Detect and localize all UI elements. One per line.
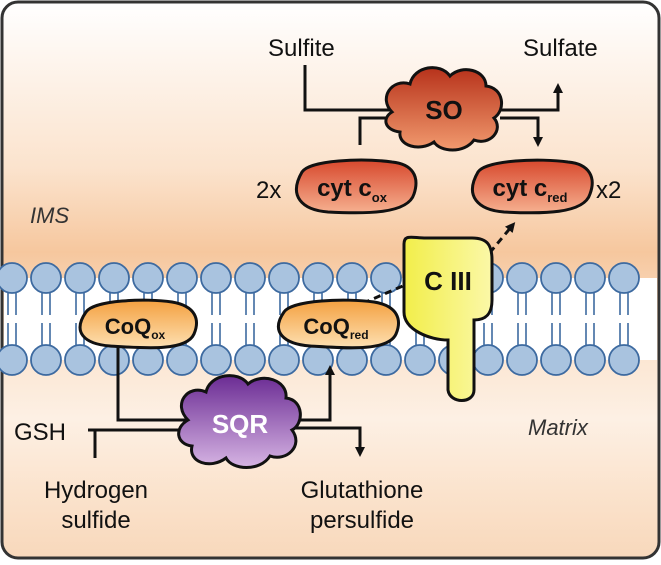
lipid-head	[98, 262, 130, 294]
glutathione-persulfide-label-line2: persulfide	[310, 507, 414, 534]
lipid-head	[200, 344, 232, 376]
lipid-head	[540, 344, 572, 376]
ims-label: IMS	[30, 203, 69, 228]
lipid-head	[608, 344, 640, 376]
lipid-head	[472, 344, 504, 376]
coq-red-label: CoQred	[303, 314, 368, 342]
lipid-head	[98, 344, 130, 376]
lipid-head	[30, 262, 62, 294]
lipid-head	[0, 262, 28, 294]
coq-ox-label: CoQox	[105, 314, 166, 342]
so-label: SO	[425, 95, 463, 125]
lipid-head	[234, 262, 266, 294]
electron-paths	[351, 222, 516, 310]
so-enzyme: SO	[384, 66, 503, 152]
gsh-label: GSH	[14, 419, 66, 446]
cyt-red-stoich-label: x2	[596, 177, 621, 204]
sulfite-label: Sulfite	[268, 35, 335, 62]
lipid-head	[200, 262, 232, 294]
lipid-head	[166, 344, 198, 376]
cyt-c-ox: cyt cox	[295, 158, 418, 215]
complex-iii: C III	[402, 235, 494, 402]
hydrogen-sulfide-label-line1: Hydrogen	[44, 477, 148, 504]
cyt-c-red: cyt cred	[471, 158, 594, 215]
lipid-head	[370, 344, 402, 376]
glutathione-persulfide-label-line1: Glutathione	[301, 477, 424, 504]
lipid-head	[540, 262, 572, 294]
cyt-c-ox-label: cyt cox	[317, 175, 388, 205]
lipid-head	[574, 262, 606, 294]
lipid-head	[234, 344, 266, 376]
lipid-head	[336, 344, 368, 376]
matrix-label: Matrix	[528, 415, 589, 440]
lipid-head	[268, 344, 300, 376]
so-reaction-lines	[88, 65, 563, 458]
lipid-head	[132, 344, 164, 376]
lipid-head	[64, 344, 96, 376]
lipid-head	[336, 262, 368, 294]
cyt-c-red-label: cyt cred	[493, 175, 568, 205]
lipid-head	[404, 344, 436, 376]
hydrogen-sulfide-label-line2: sulfide	[61, 507, 130, 534]
lipid-head	[132, 262, 164, 294]
lipid-head	[64, 262, 96, 294]
lipid-head	[506, 262, 538, 294]
coq-ox: CoQox	[78, 298, 198, 350]
lipid-head	[30, 344, 62, 376]
lipid-head	[268, 262, 300, 294]
sulfate-label: Sulfate	[523, 35, 598, 62]
lipid-head	[302, 262, 334, 294]
sqr-enzyme: SQR	[177, 374, 302, 469]
complex-iii-label: C III	[424, 266, 472, 296]
lipid-head	[608, 262, 640, 294]
cyt-ox-stoich-label: 2x	[256, 177, 281, 204]
lipid-head	[506, 344, 538, 376]
lipid-head	[0, 344, 28, 376]
lipid-head	[574, 344, 606, 376]
sqr-label: SQR	[212, 409, 269, 439]
lipid-head	[166, 262, 198, 294]
coq-red: CoQred	[277, 298, 400, 350]
